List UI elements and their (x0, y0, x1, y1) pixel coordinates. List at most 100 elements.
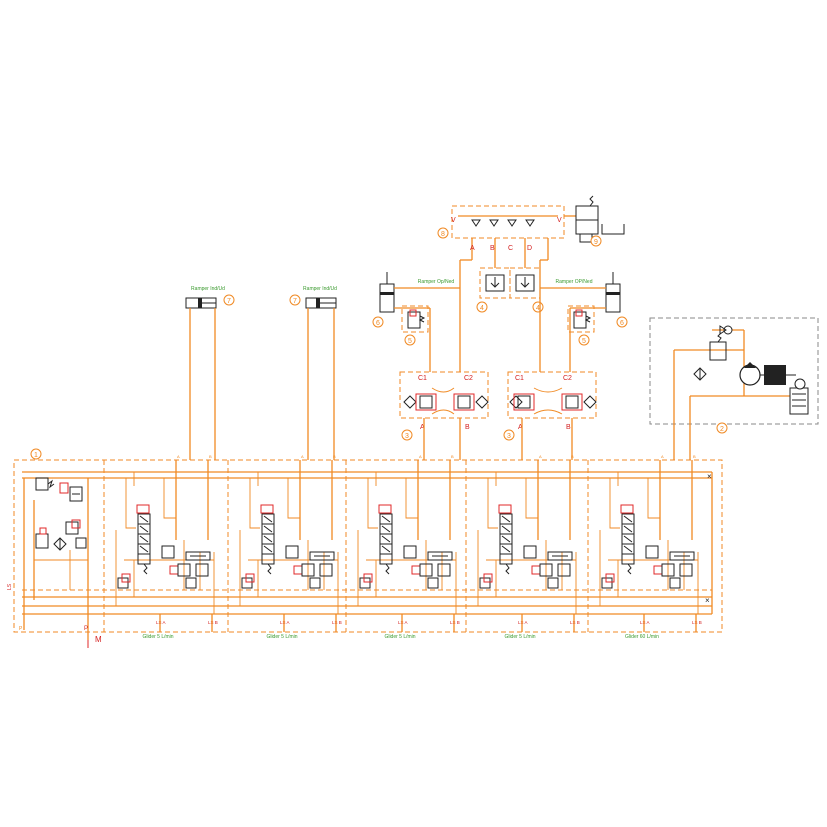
pressure-reducer-icon (437, 563, 451, 577)
filter-icon (53, 537, 67, 551)
relief-valve-icon (709, 341, 727, 361)
section-marker-icon (483, 573, 493, 583)
inlet-marker-icon (59, 482, 69, 494)
check-arrow-icon (520, 277, 530, 288)
pressure-reducer-icon (661, 563, 675, 577)
section-routing-lines (477, 472, 577, 614)
manifold-port-c: C (508, 245, 513, 252)
shuttle-valve-icon (161, 545, 175, 559)
callout-check-3-label: 3 (507, 433, 511, 440)
pressure-reducer-icon (195, 563, 209, 577)
section-top-port-b: B (209, 454, 212, 459)
power-unit: 2 (649, 317, 819, 460)
top-cylinder-2-label: Ramper Ind/Ud (303, 286, 337, 292)
compensator-icon (185, 551, 211, 561)
callout-solenoid-9 (590, 235, 602, 247)
callout-manifold-8 (437, 227, 449, 239)
shuttle-valve-icon (645, 545, 659, 559)
spring-icon (385, 563, 390, 575)
check-valve-icon (403, 395, 417, 409)
callout-inlet-section (30, 448, 42, 460)
callout-power-unit-2 (716, 422, 728, 434)
check-block-right: C1 C2 A B 3 (503, 371, 597, 460)
orifice-icon (427, 577, 439, 589)
check-valve-icon (475, 395, 489, 409)
selector-valve-icon (515, 274, 535, 292)
callout-cylinder-7-label: 7 (227, 298, 231, 305)
shuttle-valve-icon (285, 545, 299, 559)
spool-marker-icon (620, 504, 634, 514)
spool-positions-icon (622, 515, 634, 555)
spring-icon (627, 563, 632, 575)
compensator-icon (547, 551, 573, 561)
ls-check-icon (601, 577, 613, 589)
pilot-check-icon (561, 393, 583, 411)
callout-inlet-section-label: 1 (34, 452, 38, 459)
side-cylinder-right-label: Ramper OP/Ned (556, 279, 593, 285)
section-marker-icon (169, 565, 179, 575)
spool-marker-icon (136, 504, 150, 514)
shuttle-valve-icon (403, 545, 417, 559)
motor-icon (789, 387, 809, 415)
callout-check-3-label: 3 (405, 433, 409, 440)
orifice-icon (669, 577, 681, 589)
cylinder-piston-icon (380, 292, 394, 295)
inlet-relief-valve-icon (35, 477, 49, 491)
check-block-port-a: A (518, 424, 523, 431)
spring-icon (505, 563, 510, 575)
manifold-check-valves (471, 219, 535, 227)
cylinder-barrel-icon (605, 283, 621, 313)
selector-valves: 4 4 (459, 238, 549, 372)
callout-cylinder-6 (372, 316, 384, 328)
pilot-check-body-icon (457, 395, 471, 409)
compensator-icon (309, 551, 335, 561)
check-block-port-b: B (566, 424, 571, 431)
check-valve-icon (471, 219, 481, 227)
spool-positions-icon (262, 515, 274, 555)
spring-icon (717, 332, 722, 343)
pump-arrow-icon (744, 362, 756, 368)
pressure-reducer-icon (557, 563, 571, 577)
top-cylinder-2: Ramper Ind/Ud 7 (289, 286, 337, 460)
section-port-ls-b: LS B (450, 620, 460, 625)
section-routing-lines (239, 472, 339, 614)
callout-check-3 (401, 429, 413, 441)
callout-cylinder-6-label: 6 (376, 320, 380, 327)
power-unit-outline (649, 317, 819, 425)
filter-icon (693, 367, 707, 381)
callout-cylinder-7 (289, 294, 301, 306)
spring-icon (418, 315, 426, 323)
section-flow-label: Glider 5 L/min (142, 634, 173, 640)
section-port-ls-a: LS A (518, 620, 528, 625)
pilot-cross-line (533, 387, 563, 393)
orifice-icon (309, 577, 321, 589)
check-block-left: C1 C2 A B 3 (399, 371, 489, 460)
manifold-block: 8 V V A B C D (437, 205, 576, 252)
compensator-icon (69, 486, 83, 502)
inlet-marker-icon (71, 519, 81, 529)
pilot-check-icon (513, 393, 535, 411)
callout-cylinder-7-label: 7 (293, 298, 297, 305)
pressure-reducer-icon (419, 563, 433, 577)
inlet-marker-icon (39, 527, 47, 535)
check-block-left-outline (399, 371, 489, 419)
inlet-check-icon (35, 533, 49, 549)
callout-relief-5 (404, 334, 416, 346)
ls-check-icon (479, 577, 491, 589)
spring-icon (589, 195, 594, 207)
relief-marker-icon (409, 309, 417, 317)
section-port-ls-b: LS B (570, 620, 580, 625)
pressure-reducer-icon (177, 563, 191, 577)
spool-marker-icon (378, 504, 392, 514)
pressure-reducer-icon (539, 563, 553, 577)
manifold-outline (451, 205, 565, 239)
check-block-port-c2: C2 (464, 375, 473, 382)
pilot-check-body-icon (565, 395, 579, 409)
section-marker-icon (605, 573, 615, 583)
section-port-ls-b: LS B (692, 620, 702, 625)
pilot-check-icon (415, 393, 437, 411)
